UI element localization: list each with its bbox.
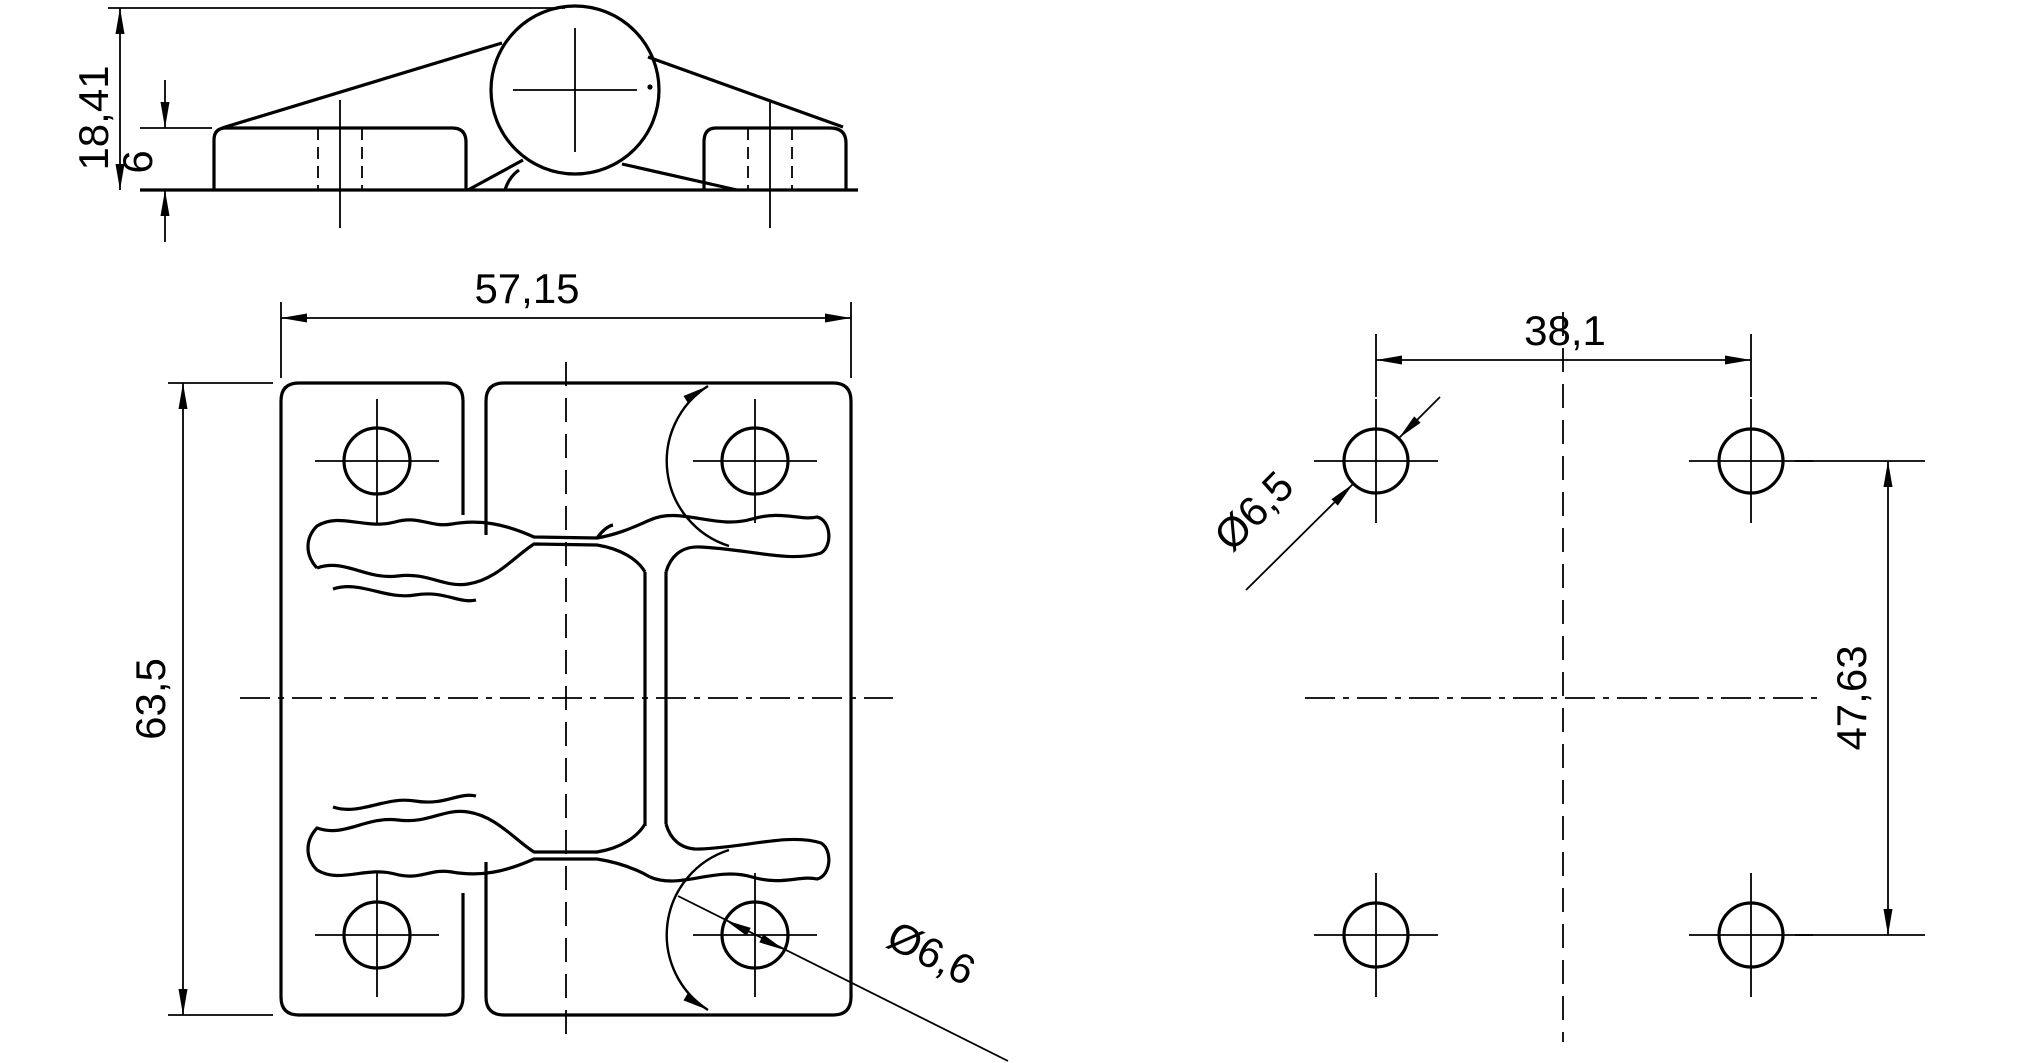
dim-plate-width: 57,15 (280, 265, 852, 378)
taper-lower-left (467, 158, 524, 192)
dim-total-height: 18,41 (70, 8, 125, 190)
taper-upper-left (221, 41, 503, 130)
plan-view: 57,15 63,5 Ø6,6 (127, 265, 1009, 1062)
dim-plan-hole-diameter: Ø6,6 (677, 895, 1009, 1062)
plan-holes (315, 399, 817, 997)
detail-curl (503, 168, 520, 191)
dim-label-pattern-hole-diameter: Ø6,5 (1205, 462, 1303, 560)
taper-lower-right (621, 162, 738, 192)
leaf-straps (306, 513, 831, 883)
left-plate-outline (212, 126, 468, 190)
right-plate-outline (702, 126, 848, 190)
dim-label-plate-thickness: 6 (114, 150, 161, 173)
hole-pattern-view: 38,1 47,63 Ø6,5 (1205, 307, 1925, 1042)
knuckle-circle (489, 4, 661, 176)
dim-label-total-height: 18,41 (70, 65, 117, 170)
dim-label-plan-hole-diameter: Ø6,6 (880, 912, 982, 995)
pattern-holes (1314, 399, 1813, 997)
knuckle-dot (647, 84, 653, 90)
dim-hole-spacing-horizontal: 38,1 (1375, 307, 1752, 397)
side-view: 18,41 6 (70, 4, 858, 242)
dim-label-hole-spacing-vertical: 47,63 (1828, 645, 1875, 750)
dim-label-hole-spacing-horizontal: 38,1 (1524, 307, 1606, 354)
dim-pattern-hole-diameter: Ø6,5 (1205, 396, 1441, 591)
dim-label-plate-height: 63,5 (127, 658, 174, 740)
dim-hole-spacing-vertical: 47,63 (1795, 460, 1925, 936)
swing-arcs (665, 384, 730, 1012)
right-leaf-outline (484, 381, 853, 1017)
left-leaf-outline (279, 381, 465, 1017)
taper-upper-right (647, 55, 844, 129)
dim-label-plate-width: 57,15 (474, 265, 579, 312)
dim-plate-height: 63,5 (127, 382, 273, 1016)
dim-plate-thickness: 6 (114, 80, 212, 242)
